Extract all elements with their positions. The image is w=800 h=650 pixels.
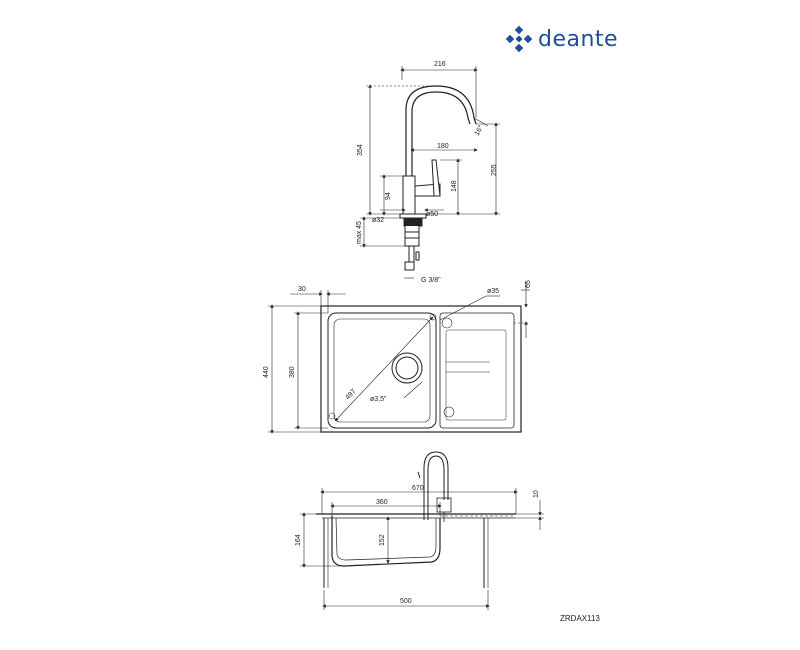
- dim-rim: 10: [533, 490, 540, 498]
- dim-tap-hole: ø35: [487, 288, 499, 295]
- dim-bowl-width: 360: [376, 499, 388, 506]
- dim-lever-height: 148: [451, 180, 458, 192]
- dim-drain: ø3,5": [370, 396, 387, 403]
- dim-margin: 30: [298, 286, 306, 293]
- brand-logo: deante: [506, 24, 618, 54]
- deante-logo-icon: [506, 26, 532, 52]
- dim-overall-depth: 440: [263, 366, 270, 378]
- dim-spout-reach: 180: [437, 143, 449, 150]
- sink-side-dimensions: [300, 488, 544, 610]
- dim-deck-max: max 45: [356, 221, 363, 244]
- dim-bowl-depth: 380: [289, 366, 296, 378]
- dim-base-diameter: ø50: [426, 211, 438, 218]
- dim-spout-height: 255: [491, 164, 498, 176]
- dim-cabinet: 500: [400, 598, 412, 605]
- dim-depth: 164: [295, 534, 302, 546]
- sink-top-view: [320, 305, 522, 433]
- faucet-drawing: [399, 85, 477, 271]
- sink-top-dimension-labels: 440 380 497 30 65 ø35 ø3,5": [263, 280, 532, 403]
- dim-faucet-height: 354: [357, 144, 364, 156]
- dim-body-height: 94: [385, 192, 392, 200]
- product-code: ZRDAX113: [560, 614, 600, 623]
- sink-top-dimensions: [268, 282, 530, 434]
- sink-side-dimension-labels: 670 360 500 164 152 10: [295, 485, 540, 605]
- dim-bowl-depth-side: 152: [379, 534, 386, 546]
- dim-connector: G 3/8": [421, 277, 441, 284]
- dim-hole-diameter: ø32: [372, 217, 384, 224]
- sink-side-view: [316, 451, 516, 588]
- faucet-dimension-labels: 216 354 180 255 148 94 16° ø50 ø32 max 4…: [356, 61, 498, 284]
- dim-spout-angle: 16°: [473, 124, 485, 137]
- brand-name: deante: [538, 26, 619, 52]
- dim-overall-width: 670: [412, 485, 424, 492]
- faucet-dimensions: [360, 66, 500, 279]
- dim-faucet-width: 216: [434, 61, 446, 68]
- dim-tap-hole-offset: 65: [525, 280, 532, 288]
